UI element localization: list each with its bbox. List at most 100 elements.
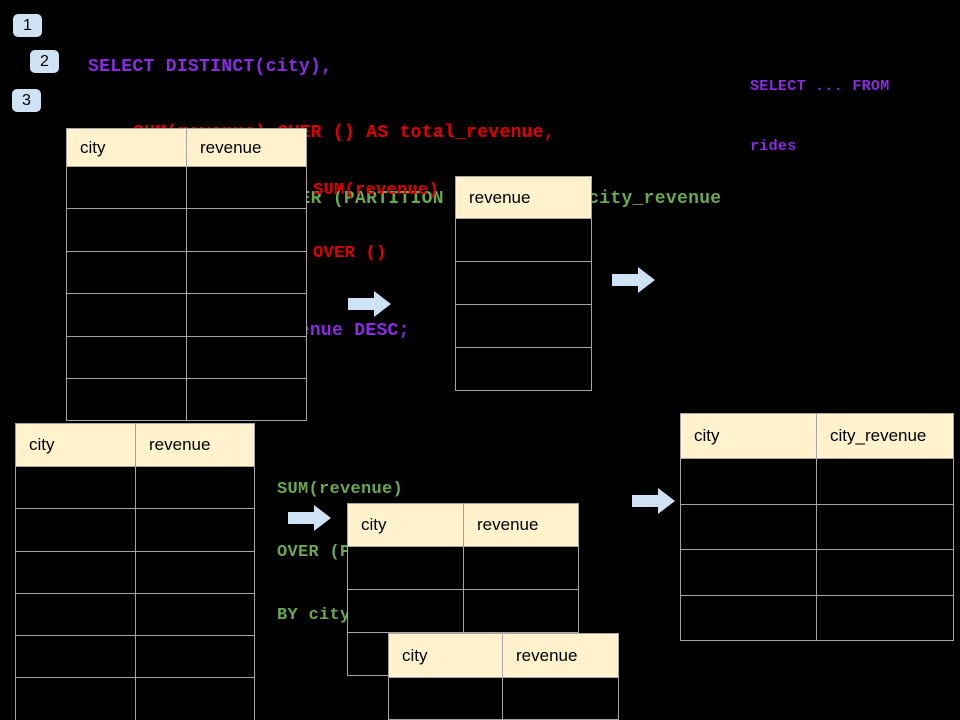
- table-cell: [136, 594, 254, 635]
- side-note-line: SELECT ... FROM: [750, 78, 890, 95]
- table-cell: [817, 596, 953, 641]
- table-row: [681, 550, 953, 596]
- table-header-row: city revenue: [348, 504, 578, 547]
- table-cell: [348, 590, 464, 632]
- table-row: [456, 305, 591, 348]
- annotation-line: SUM(revenue): [313, 181, 440, 200]
- table-header-row: city revenue: [16, 424, 254, 467]
- table-header-row: city revenue: [389, 634, 618, 678]
- table-partition-overlay: city revenue: [388, 633, 619, 720]
- table-cell: [136, 678, 254, 719]
- table-cell: [187, 337, 306, 378]
- table-cell: [503, 678, 618, 719]
- column-header-city: city: [16, 424, 136, 466]
- table-row: [456, 262, 591, 305]
- table-cell: [16, 551, 136, 593]
- table-cell: [681, 504, 817, 549]
- side-note: SELECT ... FROM rides: [750, 37, 890, 197]
- table-cell: [187, 209, 306, 250]
- sql-line-select: SELECT DISTINCT(city),: [88, 57, 333, 77]
- table-cell: [187, 167, 306, 208]
- column-header-revenue: revenue: [503, 634, 618, 677]
- table-cell: [136, 509, 254, 550]
- column-header-city: city: [348, 504, 464, 546]
- table-cell: [67, 251, 187, 294]
- column-header-revenue: revenue: [464, 504, 578, 546]
- table-cell: [67, 378, 187, 421]
- column-header-city: city: [67, 129, 187, 166]
- table-source-top: city revenue: [66, 128, 307, 422]
- table-row: [681, 595, 953, 641]
- table-cell: [817, 459, 953, 504]
- table-cell: [187, 294, 306, 335]
- table-cell: [67, 336, 187, 378]
- table-row: [456, 348, 591, 390]
- table-row: [16, 636, 254, 679]
- table-header-row: revenue: [456, 177, 591, 219]
- table-cell: [187, 379, 306, 420]
- table-cell: [464, 547, 578, 589]
- table-row: [16, 551, 254, 594]
- table-header-row: city revenue: [67, 129, 306, 167]
- table-row: [681, 504, 953, 550]
- table-source-bottom: city revenue: [15, 423, 255, 720]
- table-cell: [817, 505, 953, 550]
- table-cell: [136, 552, 254, 593]
- table-row: [16, 467, 254, 510]
- table-cell: [464, 590, 578, 632]
- table-cell: [456, 262, 591, 304]
- table-row: [389, 678, 618, 719]
- table-cell: [681, 459, 817, 504]
- table-cell: [389, 678, 503, 719]
- table-cell: [348, 547, 464, 589]
- table-cell: [16, 509, 136, 551]
- table-cell: [817, 550, 953, 595]
- table-row: [16, 509, 254, 552]
- table-cell: [16, 678, 136, 720]
- column-header-revenue: revenue: [136, 424, 254, 466]
- column-header-city-revenue: city_revenue: [817, 414, 953, 458]
- table-cell: [187, 252, 306, 293]
- column-header-revenue: revenue: [456, 177, 591, 218]
- table-row: [67, 167, 306, 210]
- step-badge-3: 3: [11, 88, 42, 113]
- table-row: [67, 378, 306, 421]
- table-row: [348, 547, 578, 590]
- table-cell: [16, 593, 136, 636]
- table-revenue-only: revenue: [455, 176, 592, 391]
- table-cell: [681, 550, 817, 595]
- table-result-right: city city_revenue: [680, 413, 954, 641]
- table-row: [348, 590, 578, 633]
- table-cell: [456, 348, 591, 390]
- table-cell: [136, 467, 254, 508]
- table-cell: [67, 209, 187, 251]
- table-cell: [67, 167, 187, 209]
- arrow-revenue-to-next-icon: [612, 267, 655, 293]
- annotation-line: OVER (): [313, 244, 387, 263]
- table-cell: [16, 636, 136, 678]
- step-badge-1: 1: [12, 13, 43, 38]
- table-cell: [456, 305, 591, 347]
- table-row: [67, 336, 306, 379]
- arrow-partition-to-mid-icon: [288, 505, 331, 531]
- table-row: [16, 593, 254, 637]
- table-row: [67, 294, 306, 337]
- arrow-source-to-revenue-icon: [348, 291, 391, 317]
- annotation-total-revenue: SUM(revenue) OVER (): [313, 138, 439, 306]
- table-row: [16, 678, 254, 720]
- step-badge-2: 2: [29, 49, 60, 74]
- column-header-city: city: [681, 414, 817, 458]
- table-cell: [681, 595, 817, 640]
- table-row: [681, 459, 953, 505]
- column-header-city: city: [389, 634, 503, 677]
- table-row: [67, 209, 306, 252]
- table-cell: [67, 294, 187, 336]
- table-cell: [456, 219, 591, 261]
- table-row: [456, 219, 591, 262]
- arrow-mid-to-result-icon: [632, 488, 675, 514]
- side-note-line: rides: [750, 138, 797, 155]
- table-header-row: city city_revenue: [681, 414, 953, 459]
- table-row: [67, 251, 306, 295]
- table-cell: [16, 467, 136, 509]
